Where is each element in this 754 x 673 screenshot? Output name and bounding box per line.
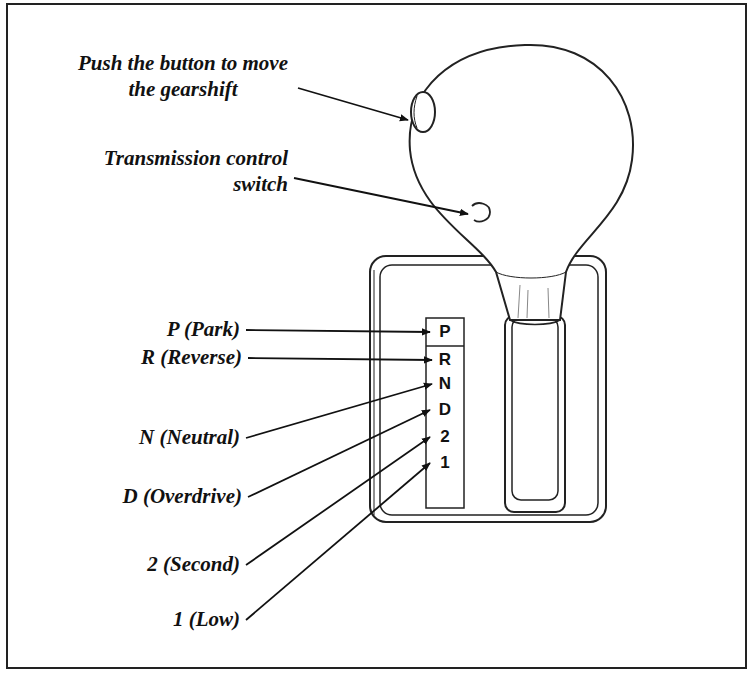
gear-callout: 1 (Low) xyxy=(173,606,240,632)
gear-callout: D (Overdrive) xyxy=(122,483,242,509)
gear-mark: 2 xyxy=(426,427,464,447)
gear-mark: P xyxy=(426,322,464,342)
switch-callout: Transmission control switch xyxy=(56,145,288,197)
gear-callout: 2 (Second) xyxy=(147,551,240,577)
button-callout: Push the button to move the gearshift xyxy=(74,50,292,102)
gear-callout: P (Park) xyxy=(167,316,240,342)
gear-mark: N xyxy=(426,374,464,394)
gear-callout: R (Reverse) xyxy=(141,344,242,370)
gear-mark: D xyxy=(426,400,464,420)
gear-mark: R xyxy=(426,350,464,370)
gear-callout: N (Neutral) xyxy=(139,424,240,450)
gear-mark: 1 xyxy=(426,453,464,473)
